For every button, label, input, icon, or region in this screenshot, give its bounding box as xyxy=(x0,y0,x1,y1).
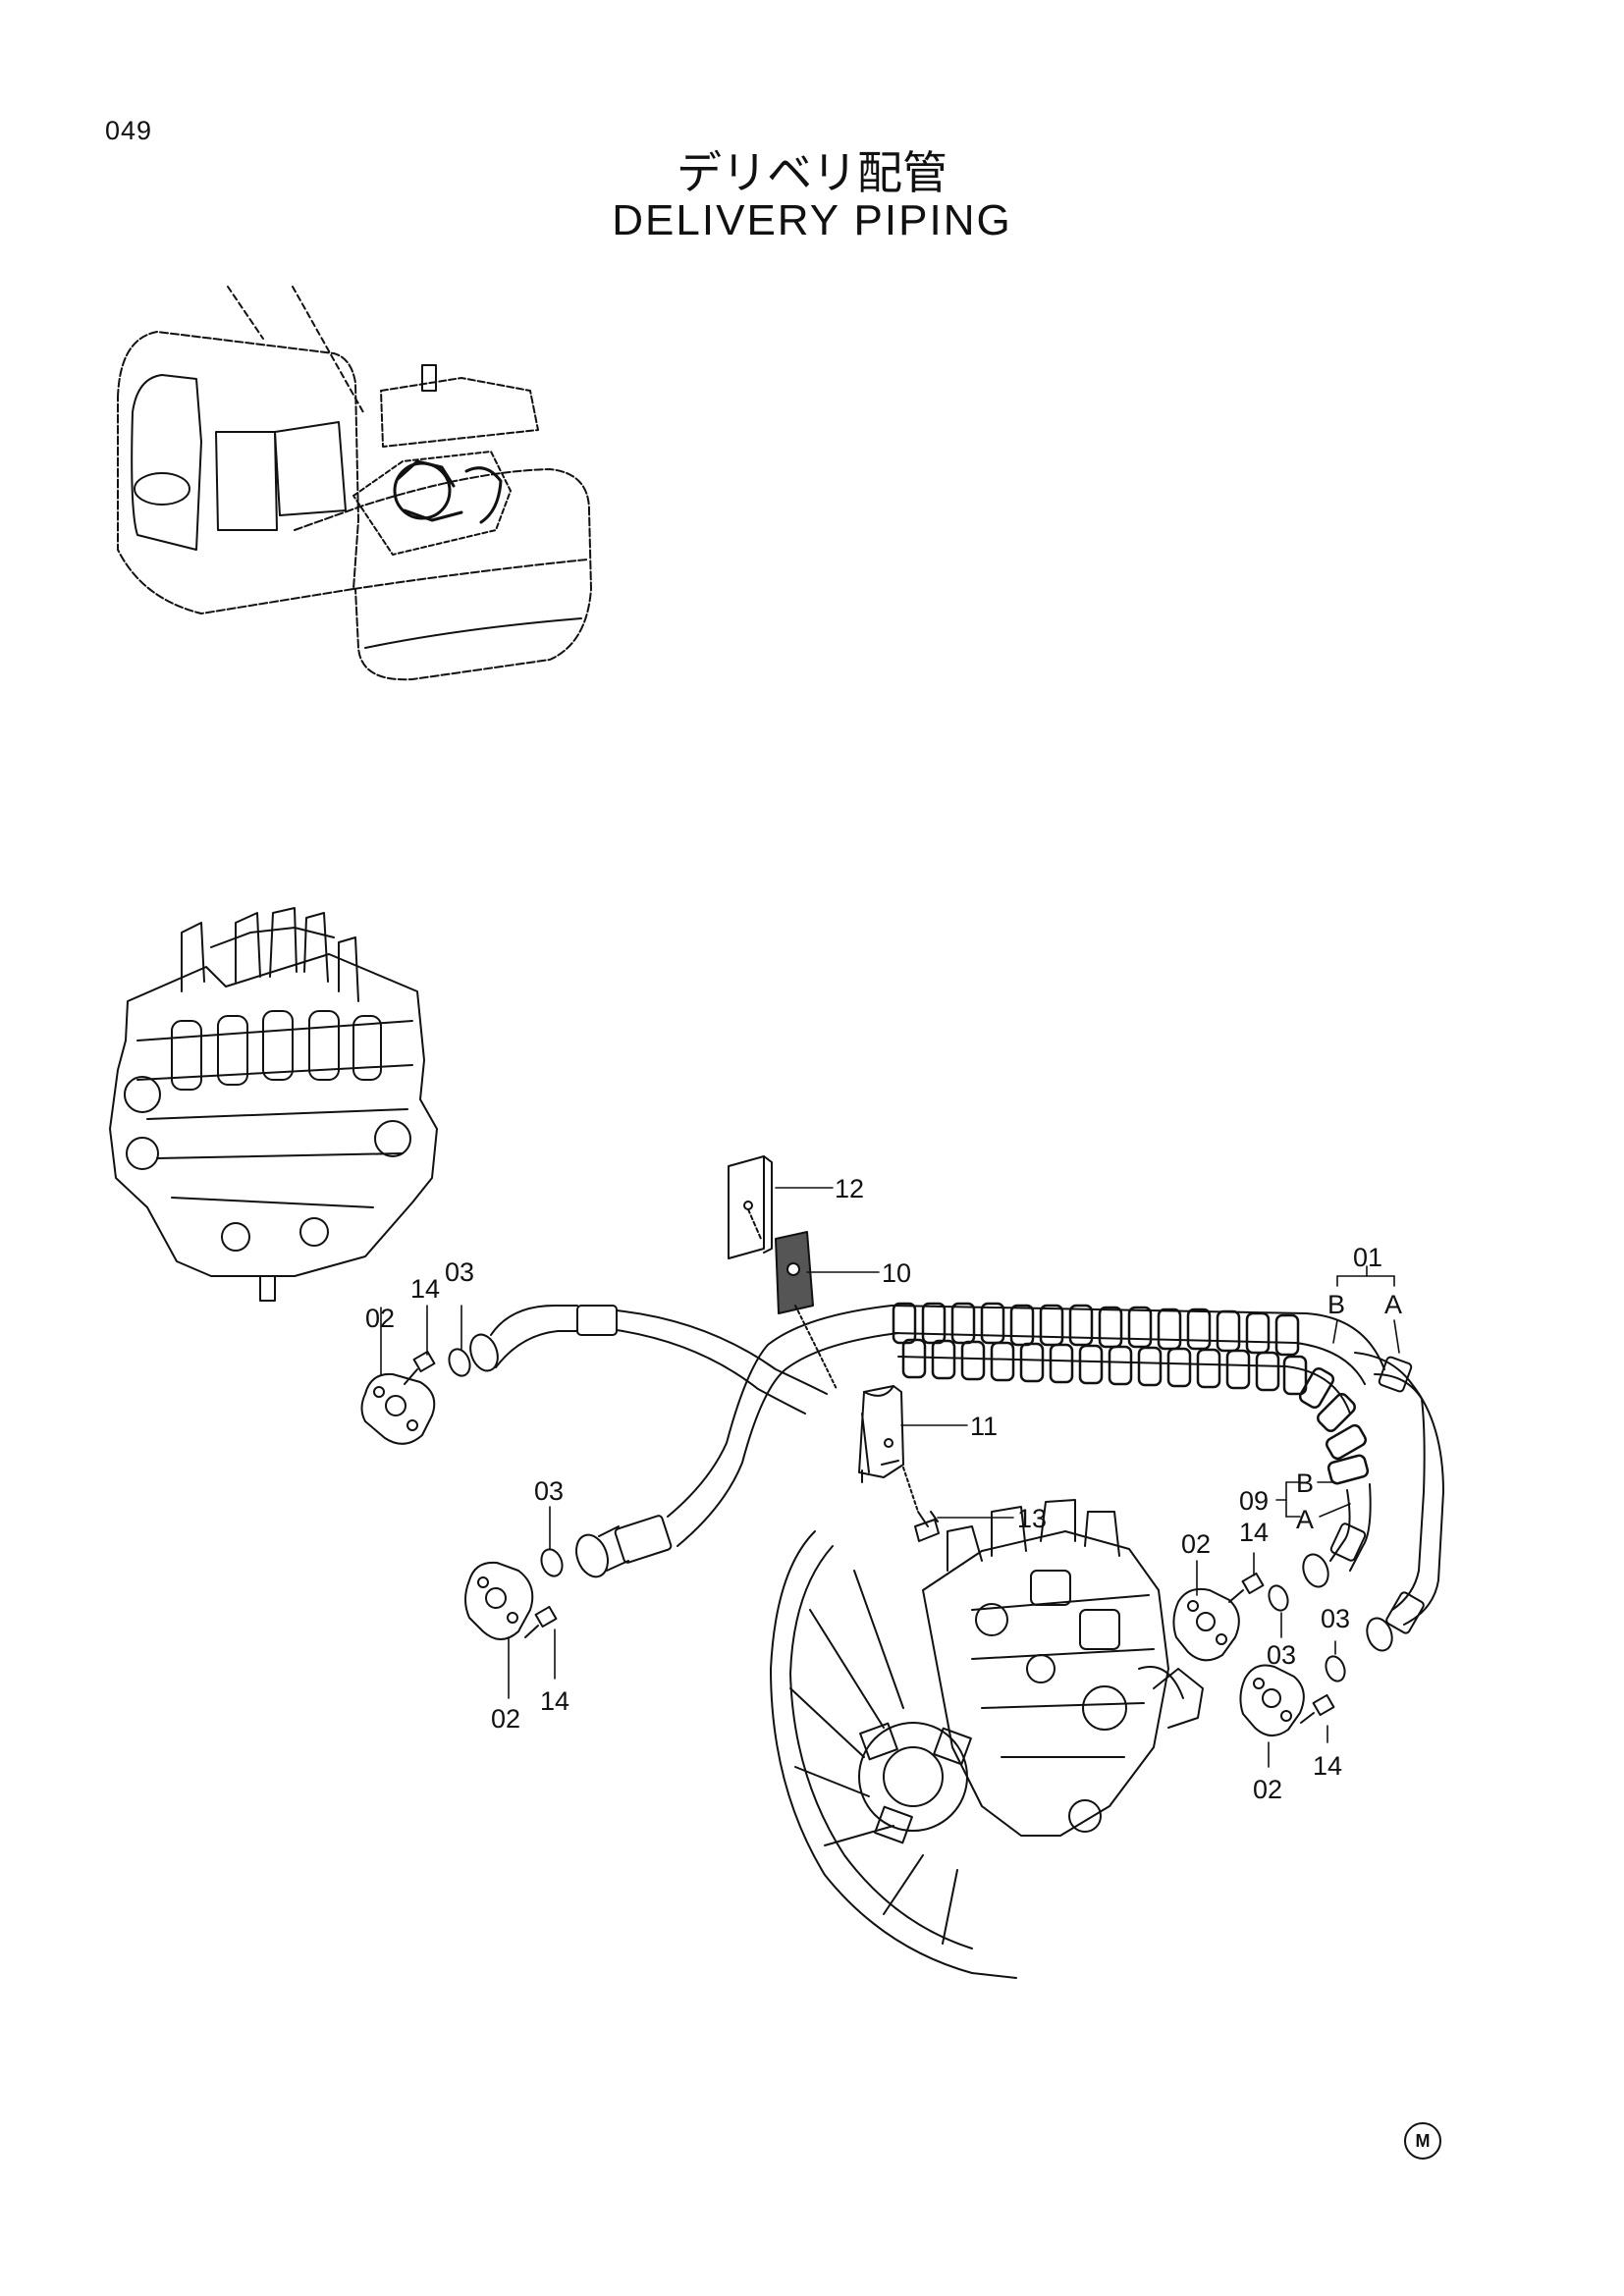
callout-11: 11 xyxy=(970,1412,998,1441)
callout-01-b: B xyxy=(1327,1290,1345,1319)
split-flange-lower-left xyxy=(464,1561,534,1640)
callout-14-bottom: 14 xyxy=(1313,1751,1342,1781)
bolt-lower-right xyxy=(1300,1693,1335,1724)
callout-02-top: 02 xyxy=(365,1304,395,1333)
split-flange-upper xyxy=(360,1372,436,1445)
manufacturer-mark: M xyxy=(1404,2122,1441,2160)
callout-03-right-b: 03 xyxy=(1321,1604,1350,1633)
bolt-lower-left xyxy=(524,1605,558,1638)
main-pump-assembly xyxy=(770,1499,1204,1979)
control-valve-assembly xyxy=(109,907,438,1302)
callout-14-right: 14 xyxy=(1239,1518,1269,1547)
delivery-pipe-lower xyxy=(575,1305,899,1578)
callout-01: 01 xyxy=(1353,1243,1382,1272)
o-ring-upper xyxy=(448,1348,471,1377)
delivery-pipe-upper xyxy=(469,1305,828,1415)
callout-03-top: 03 xyxy=(445,1257,474,1287)
callout-12: 12 xyxy=(835,1174,864,1203)
callout-labels: 01 B A 02 14 03 12 10 11 13 09 B A 03 02… xyxy=(365,1174,1402,1804)
callout-03-mid: 03 xyxy=(534,1476,564,1506)
bolt-13 xyxy=(902,1467,940,1542)
title-japanese: デリベリ配管 xyxy=(677,146,947,199)
callout-10: 10 xyxy=(882,1258,911,1288)
split-flange-upper-right xyxy=(1172,1587,1240,1662)
callout-03-right-a: 03 xyxy=(1267,1640,1296,1670)
callout-09: 09 xyxy=(1239,1486,1269,1516)
callout-14-mid: 14 xyxy=(540,1686,569,1716)
bolt-upper xyxy=(404,1350,436,1385)
o-ring-lower-left xyxy=(540,1548,564,1577)
callout-13: 13 xyxy=(1017,1504,1047,1533)
bolt-upper-right xyxy=(1228,1572,1265,1603)
page-number: 049 xyxy=(105,116,153,145)
hose-assembly-01 xyxy=(891,1302,1444,1652)
o-ring-lower-right xyxy=(1325,1655,1346,1682)
callout-02-right: 02 xyxy=(1181,1529,1211,1559)
title-english: DELIVERY PIPING xyxy=(612,196,1012,244)
callout-02-mid: 02 xyxy=(491,1704,520,1734)
callout-01-a: A xyxy=(1384,1290,1402,1319)
clamp-10 xyxy=(775,1231,838,1390)
callout-09-b: B xyxy=(1296,1468,1314,1498)
clamp-plate-12 xyxy=(728,1155,773,1259)
callout-02-bottom: 02 xyxy=(1253,1775,1282,1804)
split-flange-lower-right xyxy=(1239,1664,1305,1736)
o-ring-upper-right xyxy=(1268,1584,1289,1612)
callout-14-top: 14 xyxy=(410,1274,440,1304)
leader-lines xyxy=(380,1187,1400,1768)
clamp-11 xyxy=(858,1385,904,1483)
excavator-overview-illustration xyxy=(117,286,592,681)
callout-09-a: A xyxy=(1296,1505,1314,1534)
